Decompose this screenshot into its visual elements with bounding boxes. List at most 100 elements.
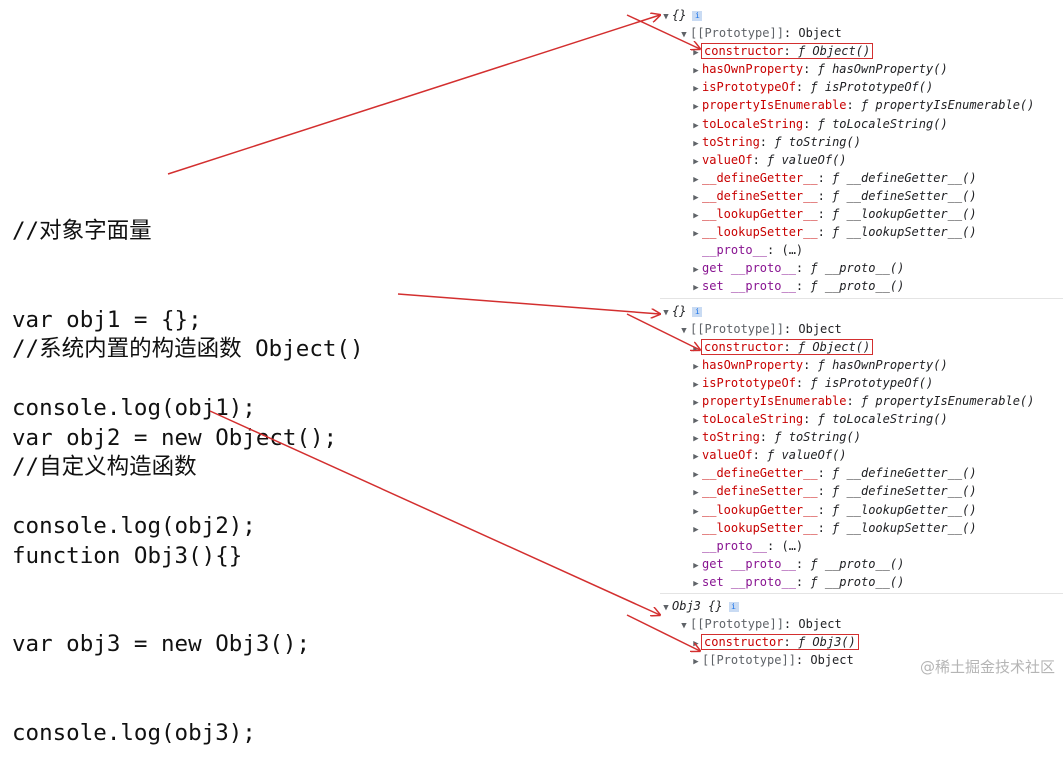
expand-right-icon[interactable]: ▶ <box>693 361 699 372</box>
expand-down-icon[interactable]: ▼ <box>681 621 687 632</box>
property-row[interactable]: ▶__lookupSetter__: ƒ __lookupSetter__() <box>660 223 1063 241</box>
property-row[interactable]: ▶toLocaleString: ƒ toLocaleString() <box>660 410 1063 428</box>
expand-right-icon[interactable]: ▶ <box>693 470 699 481</box>
colon: : <box>783 26 799 41</box>
expand-right-icon[interactable]: ▶ <box>693 138 699 149</box>
expand-down-icon[interactable]: ▼ <box>663 307 669 318</box>
expand-right-icon[interactable]: ▶ <box>693 156 699 167</box>
property-row[interactable]: ▶__defineGetter__: ƒ __defineGetter__() <box>660 169 1063 187</box>
expand-right-icon[interactable]: ▶ <box>693 560 699 571</box>
property-row[interactable]: ▶constructor: ƒ Object() <box>660 42 1063 60</box>
property-value: valueOf() <box>781 152 847 167</box>
property-key: isPrototypeOf <box>702 375 796 390</box>
property-row[interactable]: ▶__defineGetter__: ƒ __defineGetter__() <box>660 464 1063 482</box>
proto-value[interactable]: (…) <box>781 243 804 258</box>
expand-right-icon[interactable]: ▶ <box>693 66 699 77</box>
property-row[interactable]: ▶hasOwnProperty: ƒ hasOwnProperty() <box>660 356 1063 374</box>
expand-right-icon[interactable]: ▶ <box>693 578 699 589</box>
getter-row[interactable]: ▶get __proto__: ƒ __proto__() <box>660 259 1063 277</box>
proto-row[interactable]: __proto__: (…) <box>702 243 804 258</box>
function-icon: ƒ <box>860 98 869 113</box>
expand-right-icon[interactable]: ▶ <box>693 657 699 668</box>
function-icon: ƒ <box>797 44 806 59</box>
property-row[interactable]: ▶isPrototypeOf: ƒ isPrototypeOf() <box>660 78 1063 96</box>
expand-down-icon[interactable]: ▼ <box>663 12 669 22</box>
expand-down-icon[interactable]: ▼ <box>681 30 687 41</box>
expand-down-icon[interactable]: ▼ <box>663 603 669 613</box>
property-row[interactable]: ▶__lookupGetter__: ƒ __lookupGetter__() <box>660 205 1063 223</box>
property-row[interactable]: ▶propertyIsEnumerable: ƒ propertyIsEnume… <box>660 392 1063 410</box>
property-row[interactable]: ▶propertyIsEnumerable: ƒ propertyIsEnume… <box>660 96 1063 114</box>
prototype-row[interactable]: ▶[[Prototype]]: Object <box>660 651 1063 669</box>
expand-right-icon[interactable]: ▶ <box>693 265 699 276</box>
property-value: hasOwnProperty() <box>832 357 948 372</box>
function-icon: ƒ <box>832 484 840 499</box>
console-entry-header[interactable]: ▼{}i <box>660 302 1063 320</box>
function-icon: ƒ <box>810 574 818 589</box>
expand-right-icon[interactable]: ▶ <box>693 283 699 294</box>
getter-row[interactable]: ▶get __proto__: ƒ __proto__() <box>660 555 1063 573</box>
expand-right-icon[interactable]: ▶ <box>693 120 699 131</box>
function-icon: ƒ <box>797 339 806 354</box>
property-row[interactable]: ▶isPrototypeOf: ƒ isPrototypeOf() <box>660 374 1063 392</box>
property-row[interactable]: ▶__defineSetter__: ƒ __defineSetter__() <box>660 482 1063 500</box>
function-icon: ƒ <box>767 152 775 167</box>
function-icon: ƒ <box>832 225 840 240</box>
expand-right-icon[interactable]: ▶ <box>693 192 699 203</box>
expand-right-icon[interactable]: ▶ <box>693 434 699 445</box>
expand-right-icon[interactable]: ▶ <box>693 397 699 408</box>
prototype-row[interactable]: ▼[[Prototype]]: Object <box>660 24 1063 42</box>
colon: : <box>795 653 811 668</box>
proto-key: __proto__ <box>702 538 768 553</box>
expand-right-icon[interactable]: ▶ <box>693 452 699 463</box>
setter-row[interactable]: ▶set __proto__: ƒ __proto__() <box>660 277 1063 295</box>
setter-label: set __proto__ <box>702 574 796 589</box>
property-row[interactable]: ▶constructor: ƒ Object() <box>660 338 1063 356</box>
expand-right-icon[interactable]: ▶ <box>693 524 699 535</box>
code-line: console.log(obj2); <box>12 513 256 539</box>
property-row[interactable]: ▶hasOwnProperty: ƒ hasOwnProperty() <box>660 60 1063 78</box>
property-row[interactable]: ▶toLocaleString: ƒ toLocaleString() <box>660 115 1063 133</box>
info-icon[interactable]: i <box>692 306 703 317</box>
property-row[interactable]: ▶__lookupSetter__: ƒ __lookupSetter__() <box>660 519 1063 537</box>
property-row[interactable]: ▶valueOf: ƒ valueOf() <box>660 151 1063 169</box>
expand-right-icon[interactable]: ▶ <box>693 211 699 222</box>
expand-right-icon[interactable]: ▶ <box>693 379 699 390</box>
setter-row[interactable]: ▶set __proto__: ƒ __proto__() <box>660 573 1063 591</box>
expand-right-icon[interactable]: ▶ <box>693 416 699 427</box>
proto-value[interactable]: (…) <box>781 538 804 553</box>
function-icon: ƒ <box>810 80 818 95</box>
function-icon: ƒ <box>817 62 825 77</box>
expand-right-icon[interactable]: ▶ <box>693 506 699 517</box>
property-row[interactable]: ▶__lookupGetter__: ƒ __lookupGetter__() <box>660 501 1063 519</box>
watermark: @稀土掘金技术社区 <box>919 658 1055 676</box>
property-row[interactable]: ▶valueOf: ƒ valueOf() <box>660 446 1063 464</box>
proto-row[interactable]: __proto__: (…) <box>702 538 804 553</box>
setter-label: set __proto__ <box>702 279 796 294</box>
property-value: valueOf() <box>781 448 847 463</box>
info-icon[interactable]: i <box>728 602 739 612</box>
property-value: toString() <box>788 430 861 445</box>
property-row[interactable]: ▶toString: ƒ toString() <box>660 428 1063 446</box>
console-entry-header[interactable]: ▼Obj3 {}i <box>660 597 1063 615</box>
expand-down-icon[interactable]: ▼ <box>681 325 687 336</box>
property-value: __defineSetter__() <box>846 188 977 203</box>
prototype-row[interactable]: ▼[[Prototype]]: Object <box>660 320 1063 338</box>
console-entry-header[interactable]: ▼{}i <box>660 6 1063 24</box>
expand-right-icon[interactable]: ▶ <box>693 488 699 499</box>
property-row[interactable]: ▶toString: ƒ toString() <box>660 133 1063 151</box>
expand-right-icon[interactable]: ▶ <box>693 174 699 185</box>
function-icon: ƒ <box>767 448 775 463</box>
property-value: toLocaleString() <box>832 412 948 427</box>
expand-right-icon[interactable]: ▶ <box>693 48 699 59</box>
expand-right-icon[interactable]: ▶ <box>693 84 699 95</box>
property-row[interactable]: ▶__defineSetter__: ƒ __defineSetter__() <box>660 187 1063 205</box>
expand-right-icon[interactable]: ▶ <box>693 102 699 113</box>
colon: : <box>783 617 799 632</box>
proto-key: __proto__ <box>702 243 768 258</box>
info-icon[interactable]: i <box>692 11 703 21</box>
function-icon: ƒ <box>810 375 818 390</box>
expand-right-icon[interactable]: ▶ <box>693 229 699 240</box>
prototype-row[interactable]: ▼[[Prototype]]: Object <box>660 615 1063 633</box>
code-panel: //对象字面量 var obj1 = {}; console.log(obj1)… <box>12 158 256 453</box>
